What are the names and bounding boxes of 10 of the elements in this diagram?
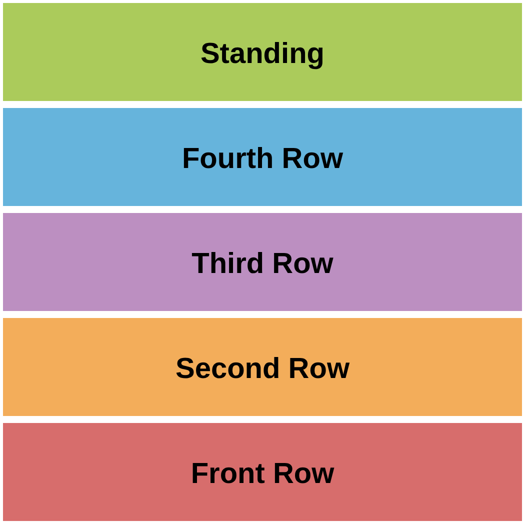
section-label: Second Row	[175, 352, 350, 386]
section-label: Fourth Row	[182, 142, 344, 176]
section-label: Standing	[200, 37, 325, 71]
seating-section	[3, 213, 522, 311]
seating-section	[3, 423, 522, 521]
section-label: Third Row	[192, 247, 334, 281]
section-label: Front Row	[190, 457, 334, 491]
seating-section	[3, 3, 522, 101]
seating-section	[3, 108, 522, 206]
seating-section	[3, 318, 522, 416]
